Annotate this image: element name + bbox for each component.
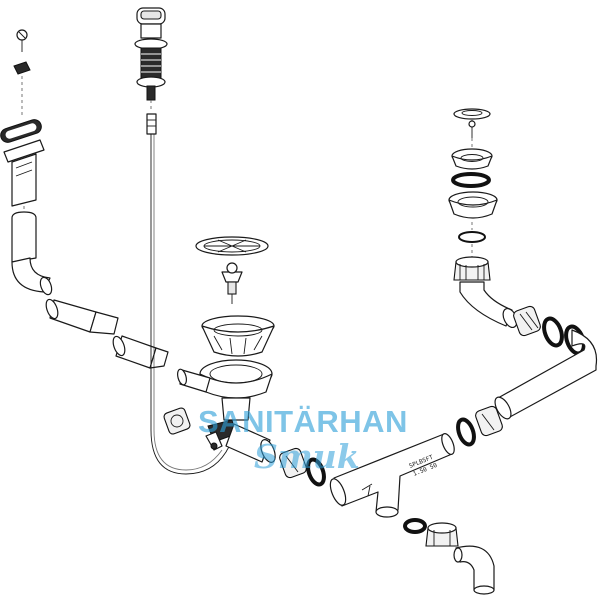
overflow-cover — [0, 119, 42, 143]
connector-pipe-2 — [112, 335, 169, 369]
lower-ring-3 — [403, 518, 427, 534]
popup-knob — [134, 7, 168, 101]
right-strainer-body — [448, 191, 498, 219]
lower-nut-3 — [425, 522, 459, 547]
overflow-clip — [13, 61, 31, 75]
right-strainer-insert — [451, 148, 493, 170]
lower-ring-2 — [306, 457, 326, 487]
connector-pipe-1 — [45, 298, 119, 335]
right-plug-cap — [453, 108, 491, 120]
outlet-pipe — [225, 423, 276, 463]
drain-body — [177, 359, 273, 421]
right-union-nut — [453, 256, 491, 281]
overflow-housing — [3, 139, 45, 207]
right-nut-1 — [513, 305, 541, 337]
right-ring-1 — [542, 316, 564, 348]
overflow-hose — [11, 211, 53, 296]
right-screw — [468, 120, 476, 138]
right-elbow-pipe — [459, 281, 518, 329]
lower-ring-1 — [456, 417, 476, 447]
strainer-basket — [201, 315, 275, 357]
right-sealing-ring-1 — [451, 172, 491, 188]
overflow-screw — [16, 29, 28, 52]
lower-nut-1 — [475, 405, 503, 437]
drain-nut — [163, 407, 191, 435]
strainer-plug — [195, 236, 269, 256]
bottom-elbow — [453, 545, 495, 595]
lower-nut-2 — [279, 447, 307, 479]
right-long-pipe — [494, 329, 598, 420]
t-piece-pipe: SPLBSFT 1.50 50 — [329, 433, 455, 518]
plug-stem — [221, 262, 243, 304]
cable-end — [146, 113, 157, 135]
right-sealing-ring-2 — [458, 231, 486, 243]
